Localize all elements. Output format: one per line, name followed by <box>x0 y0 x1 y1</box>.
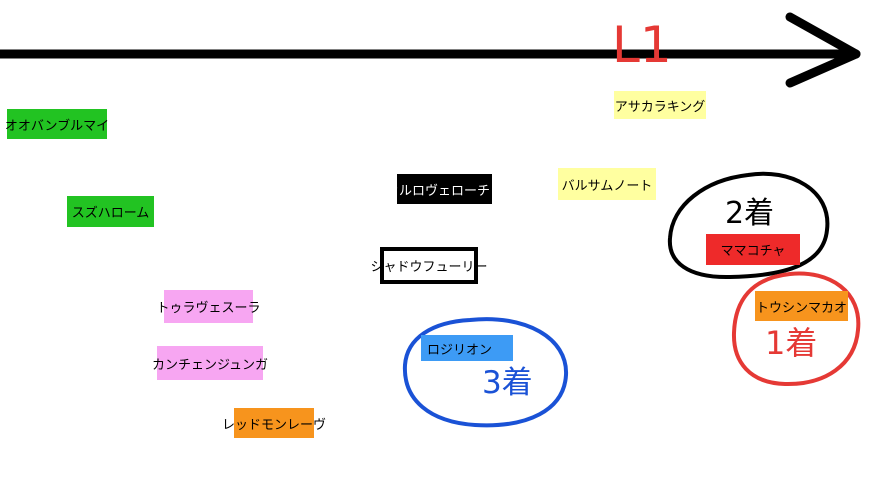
horse-label: シャドウフューリー <box>371 247 488 284</box>
horse-label: カンチェンジュンガ <box>152 346 268 380</box>
horse-label: ママコチャ <box>706 234 800 265</box>
circle-3rd <box>402 317 569 428</box>
horse-label: オオバンブルマイ <box>5 109 109 139</box>
horse-label: スズハローム <box>67 196 154 227</box>
horse-label: アサカラキング <box>614 91 706 119</box>
result-label-3rd: 3着 <box>482 365 533 401</box>
horse-label: ロジリオン <box>421 335 513 361</box>
horse-label: トウシンマカオ <box>755 291 848 321</box>
result-label-2nd: 2着 <box>725 196 775 231</box>
horse-label: バルサムノート <box>558 168 656 200</box>
horse-label: トゥラヴェスーラ <box>157 290 261 323</box>
circle-2nd <box>667 171 830 280</box>
circle-1st <box>731 271 861 387</box>
direction-arrow-head <box>785 12 861 88</box>
result-label-1st: 1着 <box>765 324 818 362</box>
horse-label: レッドモンレーヴ <box>222 408 326 438</box>
lap-marker-label: L1 <box>612 16 672 74</box>
horse-label: カルロヴェローチェ <box>386 174 503 204</box>
